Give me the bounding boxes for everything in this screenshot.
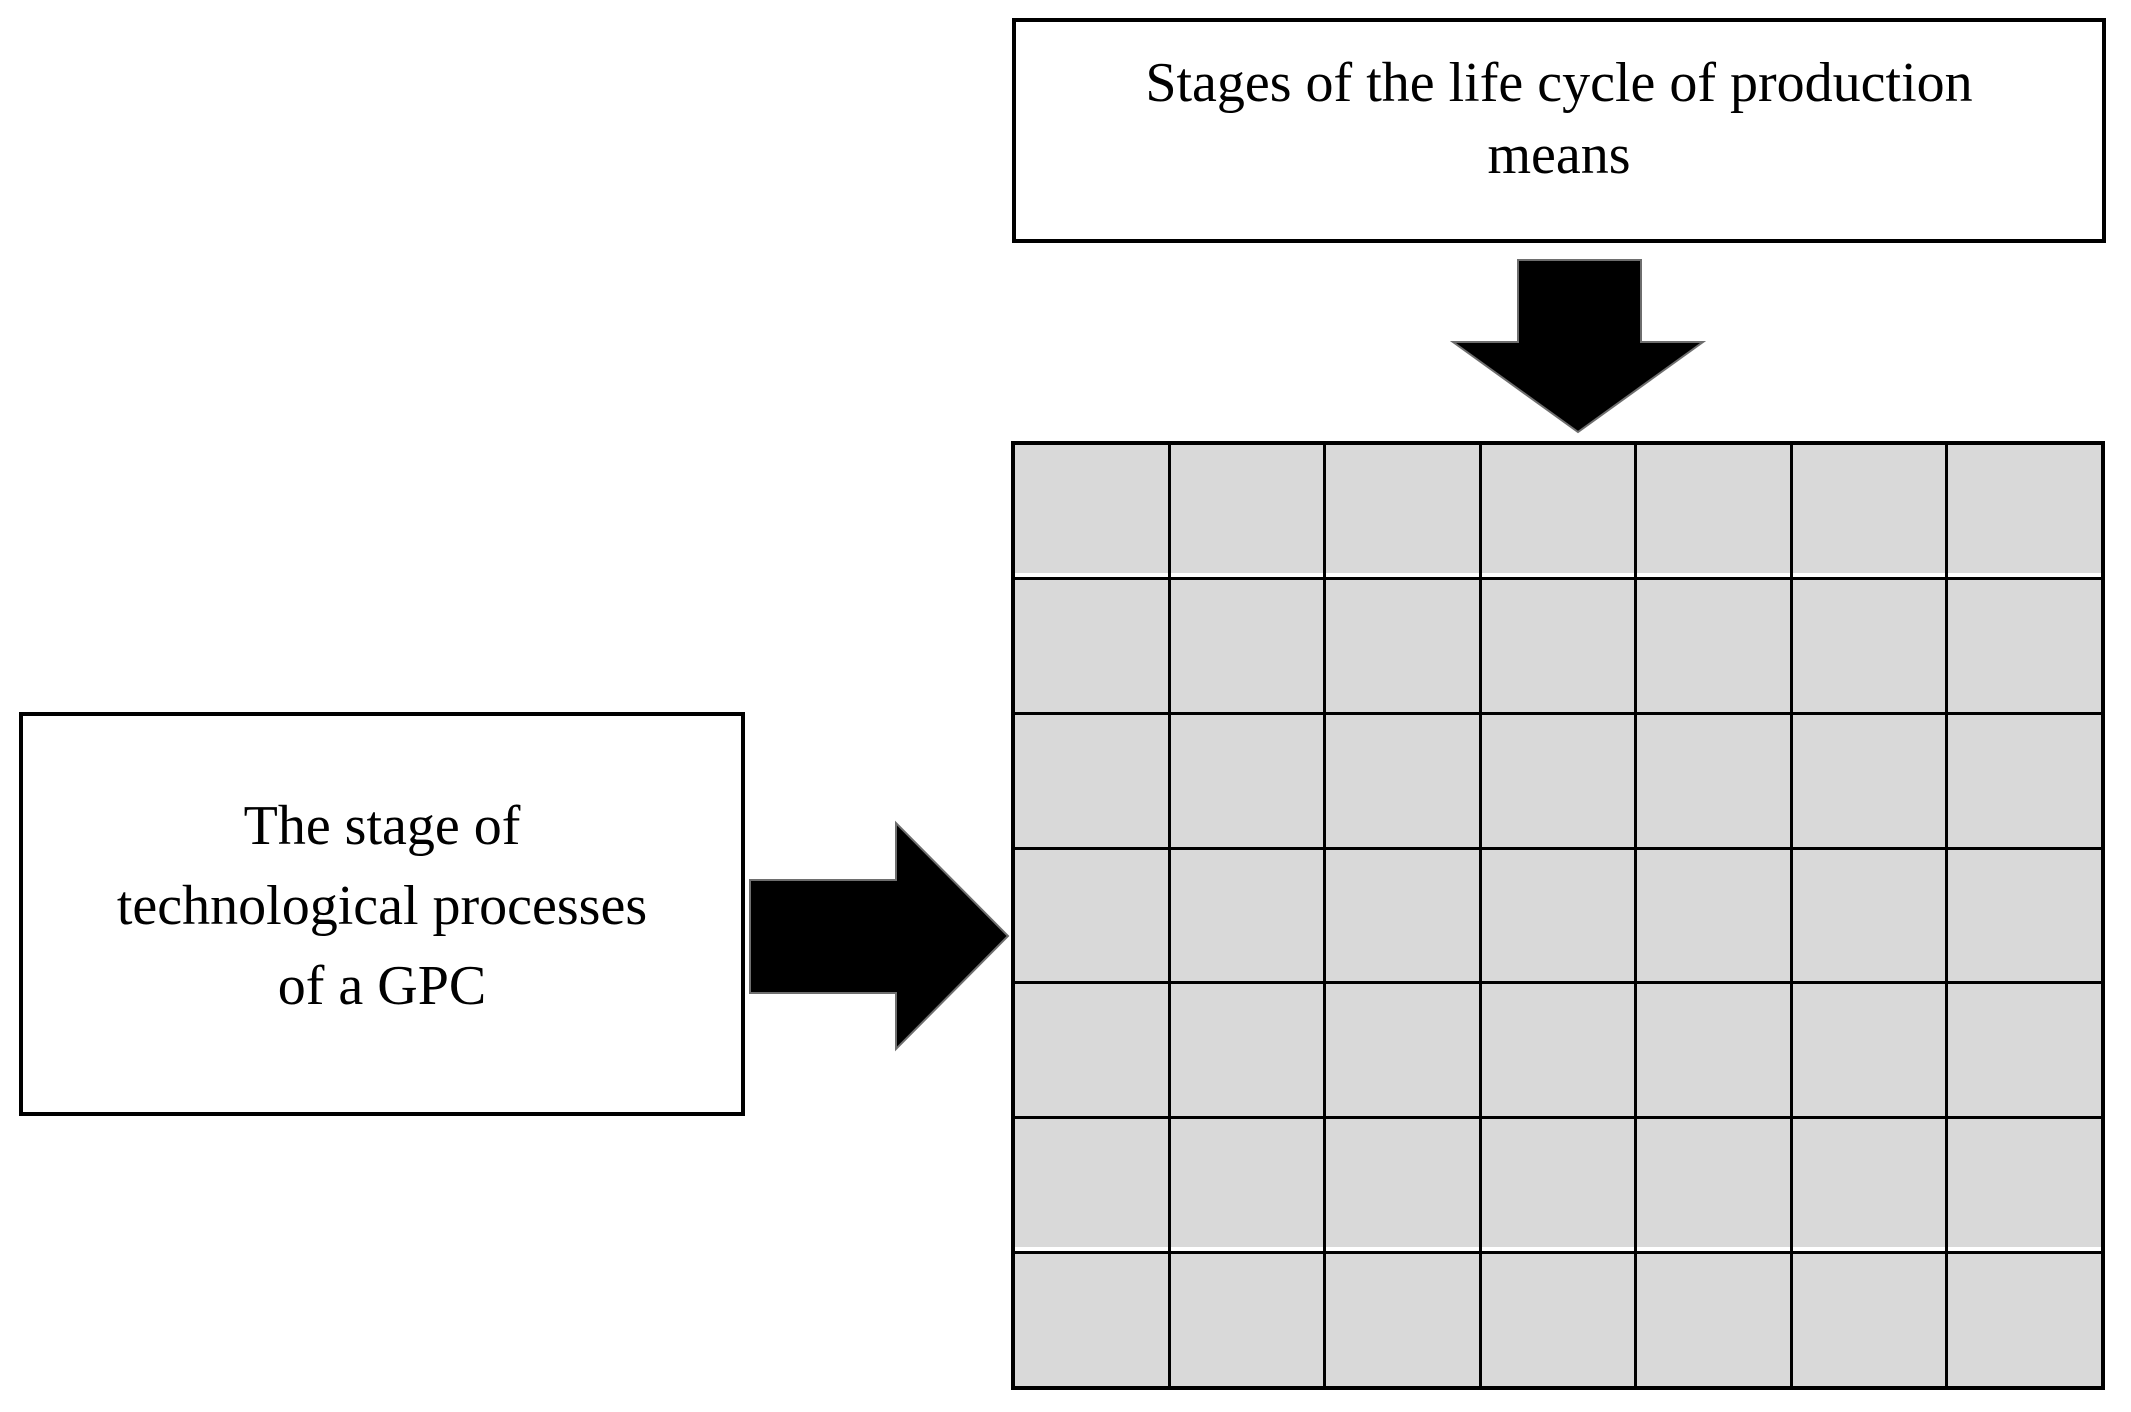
right-arrow-icon: [749, 820, 1010, 1052]
matrix-grid: [1011, 441, 2105, 1390]
grid-cell-r4-c6: [1792, 849, 1946, 982]
grid-cell-r7-c5: [1637, 1254, 1790, 1386]
grid-cell-r4-c2: [1170, 849, 1324, 982]
grid-cell-r1-c2: [1170, 445, 1324, 577]
grid-cell-r2-c2: [1170, 579, 1324, 712]
grid-cell-r4-c4: [1481, 849, 1635, 982]
top-box-label: Stages of the life cycle of production m…: [1145, 51, 1973, 186]
grid-cell-r5-c4: [1481, 984, 1635, 1117]
grid-cell-r2-c7: [1948, 579, 2101, 712]
grid-cell-r5-c1: [1015, 984, 1168, 1117]
grid-cell-r5-c3: [1326, 984, 1479, 1117]
grid-cell-r3-c7: [1948, 714, 2101, 847]
grid-cell-r5-c6: [1792, 984, 1946, 1117]
grid-cell-r2-c6: [1792, 579, 1946, 712]
grid-cell-r3-c2: [1170, 714, 1324, 847]
left-box: The stage of technological processes of …: [19, 712, 745, 1116]
grid-cell-r4-c1: [1015, 849, 1168, 982]
grid-cell-r1-c5: [1637, 445, 1790, 577]
grid-cell-r6-c1: [1015, 1119, 1168, 1252]
grid-cell-r5-c7: [1948, 984, 2101, 1117]
grid-cell-r2-c1: [1015, 579, 1168, 712]
grid-cell-r7-c2: [1170, 1254, 1324, 1386]
grid-cell-r4-c3: [1326, 849, 1479, 982]
down-arrow-icon: [1449, 259, 1707, 434]
grid-cell-r7-c1: [1015, 1254, 1168, 1386]
grid-cell-r7-c7: [1948, 1254, 2101, 1386]
grid-cell-r5-c2: [1170, 984, 1324, 1117]
grid-cell-r6-c3: [1326, 1119, 1479, 1252]
grid-cell-r6-c4: [1481, 1119, 1635, 1252]
grid-cell-r1-c3: [1326, 445, 1479, 577]
grid-cell-r1-c4: [1481, 445, 1635, 577]
grid-cell-r3-c6: [1792, 714, 1946, 847]
grid-cell-r3-c3: [1326, 714, 1479, 847]
grid-cell-r6-c2: [1170, 1119, 1324, 1252]
grid-cell-r7-c6: [1792, 1254, 1946, 1386]
grid-cell-r4-c5: [1637, 849, 1790, 982]
left-box-label: The stage of technological processes of …: [116, 794, 648, 1018]
grid-cell-r7-c3: [1326, 1254, 1479, 1386]
grid-cell-r6-c5: [1637, 1119, 1790, 1252]
grid-cell-r7-c4: [1481, 1254, 1635, 1386]
grid-cell-r2-c4: [1481, 579, 1635, 712]
grid-cell-r5-c5: [1637, 984, 1790, 1117]
grid-cell-r3-c1: [1015, 714, 1168, 847]
grid-cell-r2-c3: [1326, 579, 1479, 712]
grid-cell-r3-c5: [1637, 714, 1790, 847]
grid-cell-r4-c7: [1948, 849, 2101, 982]
grid-cell-r1-c7: [1948, 445, 2101, 577]
grid-cell-r3-c4: [1481, 714, 1635, 847]
grid-cell-r6-c6: [1792, 1119, 1946, 1252]
top-box: Stages of the life cycle of production m…: [1012, 18, 2106, 243]
grid-cell-r6-c7: [1948, 1119, 2101, 1252]
grid-cell-r1-c1: [1015, 445, 1168, 577]
grid-cell-r2-c5: [1637, 579, 1790, 712]
grid-cell-r1-c6: [1792, 445, 1946, 577]
